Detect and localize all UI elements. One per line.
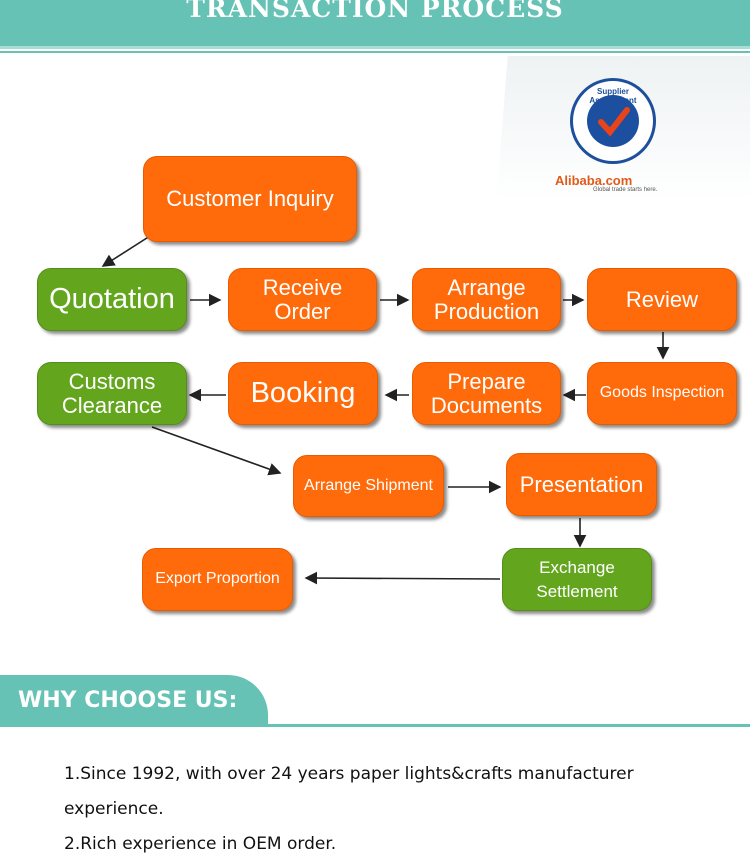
why-point-1: 1.Since 1992, with over 24 years paper l… xyxy=(64,764,634,784)
node-arrange-production: Arrange Production xyxy=(412,268,561,331)
node-arrange-shipment: Arrange Shipment xyxy=(293,455,444,517)
node-review: Review xyxy=(587,268,737,331)
page-title: TRANSACTION PROCESS xyxy=(186,0,564,23)
node-customer-inquiry: Customer Inquiry xyxy=(143,156,357,242)
badge-check-icon xyxy=(587,95,639,147)
why-choose-us-title: WHY CHOOSE US: xyxy=(18,688,238,713)
supplier-assessment-badge-icon: Supplier Assessment xyxy=(570,78,656,164)
why-choose-us-list: 1.Since 1992, with over 24 years paper l… xyxy=(64,757,704,862)
node-exchange-settlement: Exchange Settlement xyxy=(502,548,652,611)
why-choose-us-banner xyxy=(0,675,268,727)
node-receive-order: Receive Order xyxy=(228,268,377,331)
node-quotation: Quotation xyxy=(37,268,187,331)
why-divider xyxy=(0,724,750,727)
header-divider xyxy=(0,51,750,53)
exchange-settlement-label: Exchange Settlement xyxy=(536,557,618,601)
flow-arrows xyxy=(101,235,670,585)
prepare-documents-label: Prepare Documents xyxy=(430,369,543,418)
alibaba-tagline: Global trade starts here. xyxy=(593,187,658,193)
node-goods-inspection: Goods Inspection xyxy=(587,362,737,425)
why-point-1-cont: experience. xyxy=(64,799,164,819)
node-booking: Booking xyxy=(228,362,378,425)
alibaba-logo: Alibaba.com xyxy=(555,173,633,188)
header-bar: TRANSACTION PROCESS xyxy=(0,0,750,49)
node-prepare-documents: Prepare Documents xyxy=(412,362,561,425)
customs-clearance-label: Customs Clearance xyxy=(61,369,163,418)
receive-label: Receive Order xyxy=(262,275,343,324)
node-presentation: Presentation xyxy=(506,453,657,516)
node-customs-clearance: Customs Clearance xyxy=(37,362,187,425)
arrange-production-label: Arrange Production xyxy=(433,275,540,324)
node-export-proportion: Export Proportion xyxy=(142,548,293,611)
